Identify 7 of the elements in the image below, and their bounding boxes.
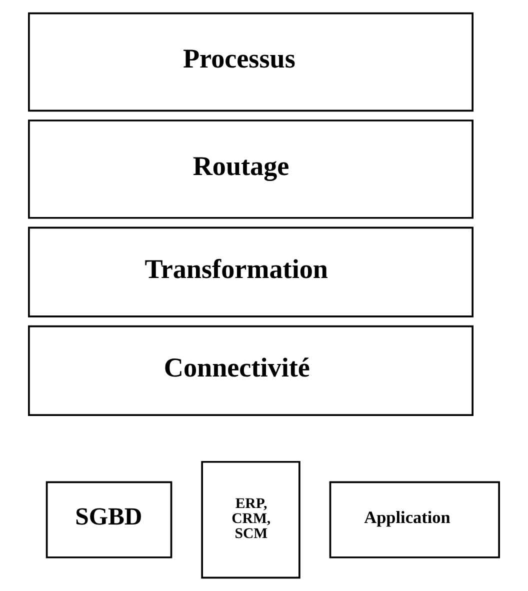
node-box: Connectivité [28, 325, 474, 416]
node-box: ERP, CRM, SCM [201, 460, 300, 579]
node-box: Application [329, 481, 500, 558]
node-box: SGBD [46, 481, 172, 558]
node-box: Processus [28, 12, 474, 112]
node-box: Transformation [28, 226, 474, 318]
node-box: Routage [28, 120, 474, 219]
